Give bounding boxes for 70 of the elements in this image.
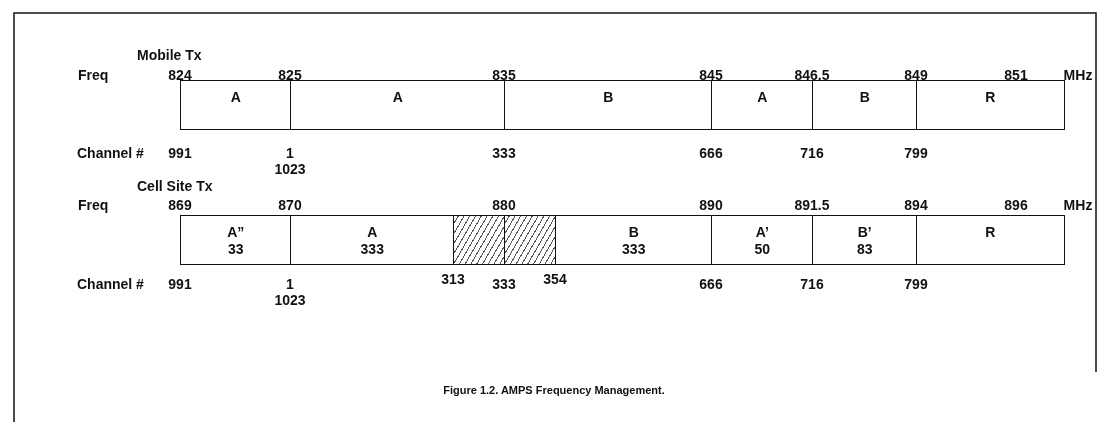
axis-label: Channel #	[77, 276, 144, 293]
frequency-value: 825	[278, 67, 302, 84]
band-segment	[916, 80, 1065, 130]
band-label: A	[757, 89, 768, 106]
frequency-value: 890	[699, 197, 723, 214]
band-label: B	[628, 224, 639, 241]
band-segment	[711, 80, 814, 130]
band-segment	[555, 215, 713, 265]
band-segment	[504, 80, 713, 130]
band-label: R	[985, 89, 996, 106]
band-segment	[711, 215, 814, 265]
channel-number: 991	[168, 145, 192, 162]
axis-label: Channel #	[77, 145, 144, 162]
band-segment	[916, 215, 1065, 265]
axis-label: Freq	[78, 197, 109, 214]
band-label: A	[392, 89, 403, 106]
frequency-value: 870	[278, 197, 302, 214]
figure-caption: Figure 1.2. AMPS Frequency Management.	[443, 384, 665, 396]
channel-number: 354	[543, 271, 567, 288]
hatched-band-segment	[504, 215, 557, 265]
frequency-value: 896	[1004, 197, 1028, 214]
section-heading: Cell Site Tx	[137, 178, 213, 195]
frequency-value: 824	[168, 67, 192, 84]
section-heading: Mobile Tx	[137, 47, 202, 64]
hatched-band-segment	[453, 215, 506, 265]
frequency-value: 846.5	[794, 67, 830, 84]
channel-number: 313	[441, 271, 465, 288]
frequency-value: 835	[492, 67, 516, 84]
band-segment	[180, 80, 292, 130]
band-label: A	[367, 224, 378, 241]
frequency-value: 891.5	[794, 197, 830, 214]
band-segment	[290, 80, 506, 130]
channel-number: 716	[800, 145, 824, 162]
channel-number: 1023	[274, 161, 306, 178]
band-label: A”	[227, 224, 245, 241]
channel-number: 1	[286, 276, 294, 293]
axis-label: Freq	[78, 67, 109, 84]
unit-label: MHz	[1063, 197, 1093, 214]
channel-number: 666	[699, 145, 723, 162]
unit-label: MHz	[1063, 67, 1093, 84]
channel-number: 991	[168, 276, 192, 293]
channel-number: 799	[904, 276, 928, 293]
band-label: B	[859, 89, 870, 106]
band-segment	[290, 215, 455, 265]
channel-count: 83	[856, 241, 873, 258]
band-label: A	[230, 89, 241, 106]
band-label: A’	[755, 224, 769, 241]
frequency-value: 880	[492, 197, 516, 214]
band-label: B	[603, 89, 614, 106]
band-segment	[812, 215, 918, 265]
channel-number: 333	[492, 145, 516, 162]
frequency-value: 869	[168, 197, 192, 214]
channel-count: 333	[360, 241, 384, 258]
channel-number: 666	[699, 276, 723, 293]
band-segment	[180, 215, 292, 265]
frequency-value: 849	[904, 67, 928, 84]
channel-count: 33	[227, 241, 244, 258]
channel-number: 333	[492, 276, 516, 293]
channel-number: 799	[904, 145, 928, 162]
frequency-value: 845	[699, 67, 723, 84]
band-segment	[812, 80, 918, 130]
channel-number: 716	[800, 276, 824, 293]
band-label: B’	[857, 224, 872, 241]
channel-number: 1	[286, 145, 294, 162]
channel-number: 1023	[274, 292, 306, 309]
frequency-value: 851	[1004, 67, 1028, 84]
frequency-value: 894	[904, 197, 928, 214]
channel-count: 50	[754, 241, 771, 258]
band-label: R	[985, 224, 996, 241]
channel-count: 333	[622, 241, 646, 258]
